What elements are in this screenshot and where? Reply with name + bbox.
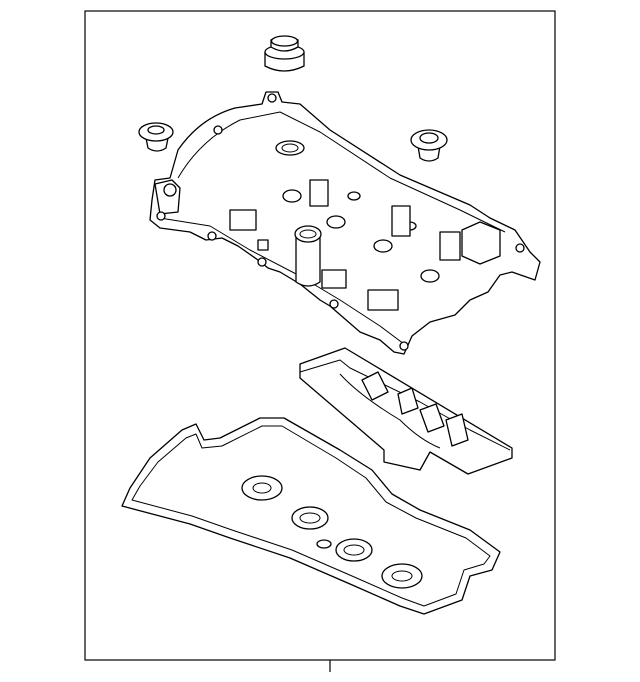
diagram-frame — [84, 10, 556, 661]
grommet-right — [410, 129, 448, 162]
grommet-left — [138, 122, 174, 152]
valve-cover-gasket — [121, 417, 501, 615]
baffle-plate — [299, 347, 513, 475]
oil-filler-cap — [264, 35, 305, 72]
valve-cover — [149, 91, 541, 355]
